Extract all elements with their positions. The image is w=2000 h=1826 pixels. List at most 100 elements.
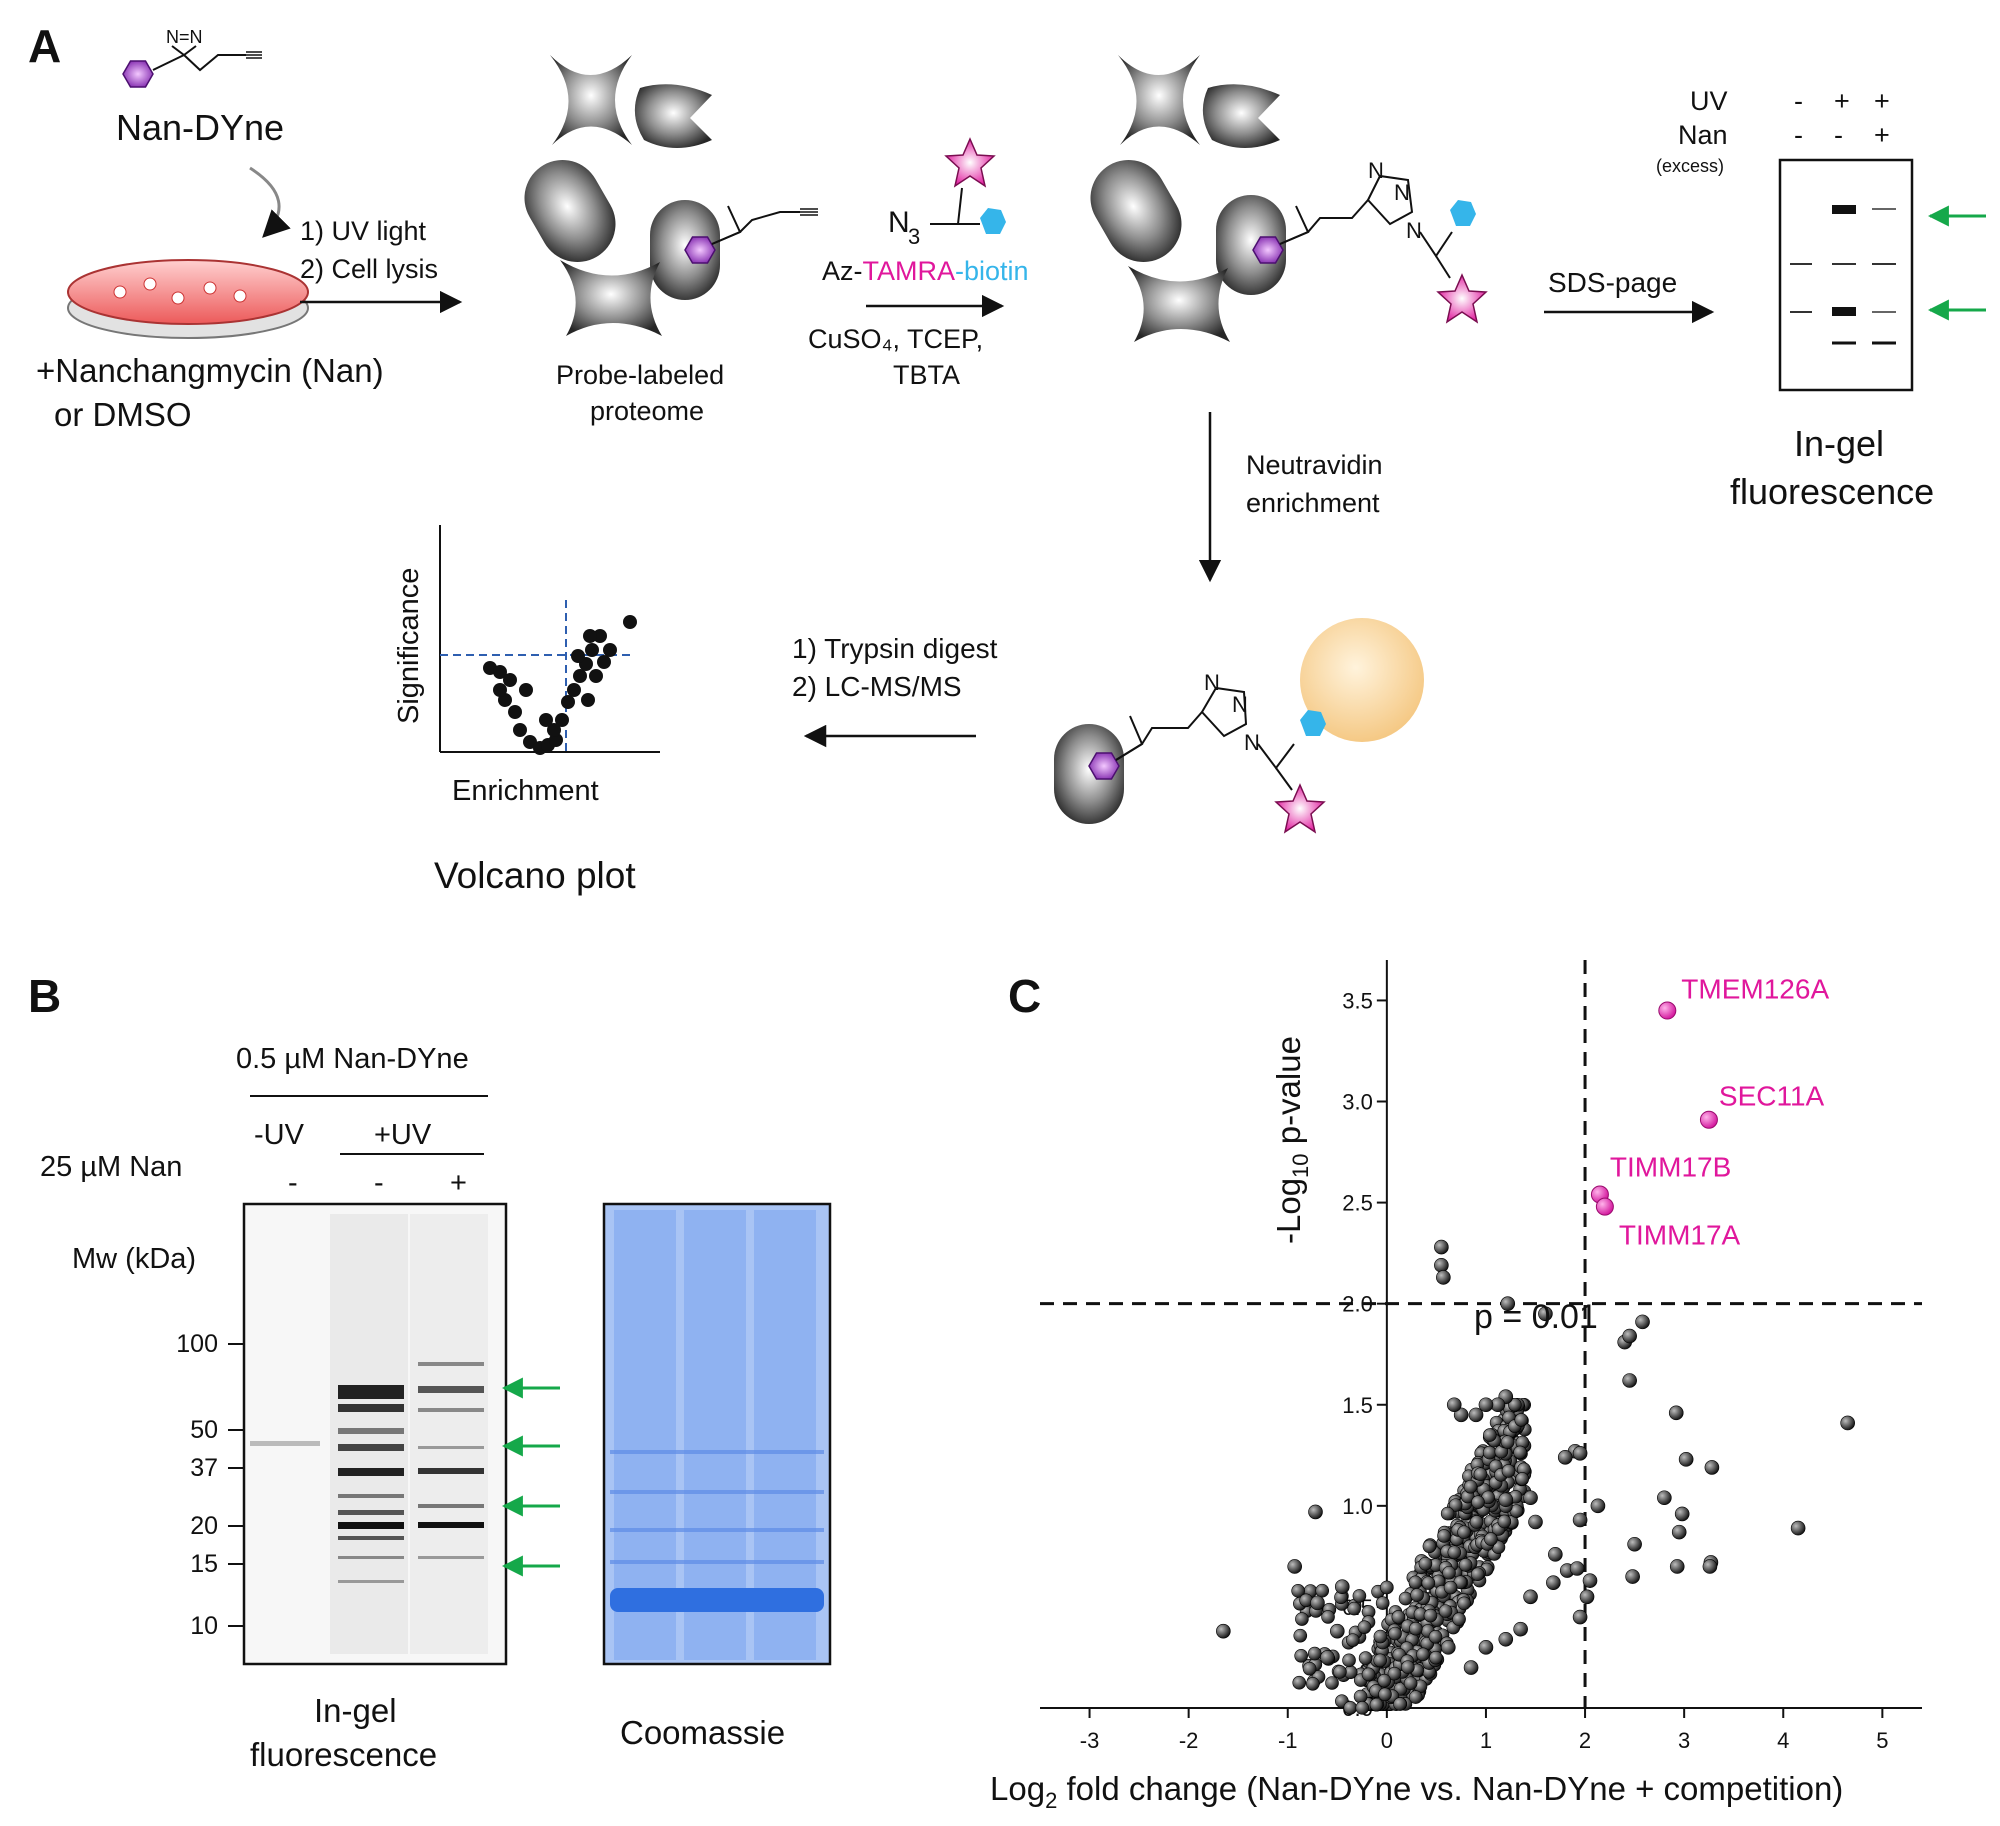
- protein-point: [1295, 1612, 1309, 1626]
- protein-point: [1391, 1610, 1406, 1624]
- protein-point: [1334, 1579, 1350, 1595]
- mini-volcano-point: [555, 713, 569, 727]
- biotin-icon: [980, 208, 1006, 234]
- enriched-protein: [1054, 724, 1124, 824]
- x-tick-label: -2: [1179, 1728, 1199, 1753]
- protein-point: [1378, 1687, 1392, 1702]
- mini-volcano-point: [583, 629, 597, 643]
- protein-point: [1515, 1472, 1530, 1486]
- trypsin-label: 1) Trypsin digest: [792, 633, 998, 664]
- protein-point: [1361, 1667, 1376, 1682]
- mini-volcano-point: [571, 649, 585, 663]
- protein-point: [1438, 1604, 1453, 1618]
- protein-point: [1440, 1640, 1456, 1655]
- hit-label: TIMM17B: [1610, 1152, 1731, 1183]
- protein-point: [1380, 1580, 1394, 1595]
- proteome-label-2: proteome: [590, 396, 704, 426]
- mini-volcano-point: [585, 643, 599, 657]
- protein-point: [1671, 1524, 1687, 1540]
- mini-volcano-point: [503, 673, 517, 687]
- gel-excess-label: (excess): [1656, 156, 1724, 176]
- protein-point: [1355, 1701, 1370, 1715]
- protein-point: [1377, 1673, 1392, 1688]
- treatment-label: +Nanchangmycin (Nan): [36, 352, 384, 389]
- protein-point: [1657, 1490, 1672, 1506]
- protein-point: [1528, 1514, 1543, 1530]
- protein-point: [1483, 1428, 1497, 1442]
- azide-subscript: 3: [908, 224, 920, 249]
- protein-point: [1468, 1407, 1484, 1423]
- mini-volcano-points: [483, 615, 637, 755]
- protein-point: [1457, 1525, 1471, 1540]
- mini-volcano-point: [493, 683, 507, 697]
- protein-point: [1398, 1591, 1413, 1606]
- protein-point: [1508, 1397, 1522, 1412]
- protein-point: [1473, 1467, 1488, 1482]
- protein-point: [1497, 1514, 1512, 1529]
- protein-point: [1790, 1520, 1806, 1536]
- protein-point: [1216, 1623, 1231, 1639]
- protein-point: [1387, 1666, 1402, 1681]
- gel-nan-sign-1: -: [1794, 120, 1803, 150]
- protein-shape-star: [550, 55, 632, 145]
- protein-point: [1590, 1498, 1606, 1514]
- complex-triazole-n2: N: [1232, 692, 1248, 717]
- mini-volcano-point: [547, 723, 561, 737]
- protein-point: [1674, 1506, 1690, 1522]
- mini-volcano-plot: Significance Enrichment: [393, 525, 660, 807]
- neutravidin-label: Neutravidin: [1246, 450, 1383, 480]
- protein-point: [1622, 1328, 1637, 1344]
- mini-volcano-point: [603, 643, 617, 657]
- gel-nan-sign-2: -: [1834, 120, 1843, 150]
- probe-name: Nan-DYne: [116, 107, 284, 148]
- hit-point-tmem126a: [1658, 1001, 1677, 1020]
- x-tick-label: 3: [1678, 1728, 1690, 1753]
- protein-point: [1840, 1415, 1855, 1431]
- marker-10: 10: [190, 1612, 218, 1640]
- marker-50: 50: [190, 1416, 218, 1444]
- volcano-plot-title: Volcano plot: [434, 855, 636, 896]
- mini-volcano-point: [493, 665, 507, 679]
- protein-point: [1484, 1532, 1498, 1546]
- protein-point: [1463, 1479, 1478, 1494]
- lcms-label: 2) LC-MS/MS: [792, 671, 962, 702]
- click-reagent: N 3 Az-TAMRA-biotin: [822, 138, 1029, 286]
- protein-point: [1401, 1660, 1415, 1674]
- protein-point: [1440, 1506, 1455, 1521]
- protein-point: [1548, 1547, 1563, 1562]
- hit-point-timm17a: [1595, 1197, 1614, 1216]
- protein-point: [1704, 1460, 1720, 1475]
- ingel-label: In-gel: [1794, 423, 1884, 464]
- protein-point: [1669, 1559, 1685, 1574]
- x-tick-label: 2: [1579, 1728, 1591, 1753]
- gel-caption: In-gel: [314, 1692, 397, 1729]
- enriched-complex: N N N: [1054, 618, 1424, 833]
- protein-point: [1347, 1601, 1361, 1616]
- gel-uv-sign-2: +: [1834, 86, 1850, 116]
- protein-point: [1500, 1296, 1516, 1311]
- protein-point: [1469, 1515, 1484, 1529]
- gel-caption-2: fluorescence: [250, 1736, 437, 1773]
- protein-point: [1668, 1405, 1684, 1421]
- diazirine-label: N=N: [166, 27, 203, 47]
- protein-point: [1437, 1529, 1451, 1543]
- protein-point: [1315, 1583, 1329, 1598]
- protein-point: [1373, 1653, 1387, 1668]
- gel-uv-label: UV: [1690, 86, 1728, 116]
- hit-label: TIMM17A: [1619, 1220, 1741, 1251]
- mini-volcano-ylabel: Significance: [393, 568, 425, 724]
- protein-point: [1569, 1561, 1585, 1576]
- mini-volcano-point: [573, 669, 587, 683]
- protein-point: [1428, 1629, 1443, 1644]
- lane1-sign: -: [288, 1167, 298, 1199]
- y-tick-label: 1.0: [1342, 1494, 1373, 1519]
- protein-point: [1463, 1660, 1479, 1675]
- protein-point: [1373, 1629, 1388, 1644]
- bound-probe-hexagon-icon: [684, 236, 716, 264]
- mini-volcano-point: [593, 629, 607, 643]
- mini-volcano-point: [589, 669, 603, 683]
- protein-point: [1579, 1589, 1595, 1605]
- protein-point: [1305, 1676, 1320, 1691]
- nan-dyne-molecule: N=N: [122, 27, 262, 88]
- protein-shape-bowtie: [560, 260, 662, 336]
